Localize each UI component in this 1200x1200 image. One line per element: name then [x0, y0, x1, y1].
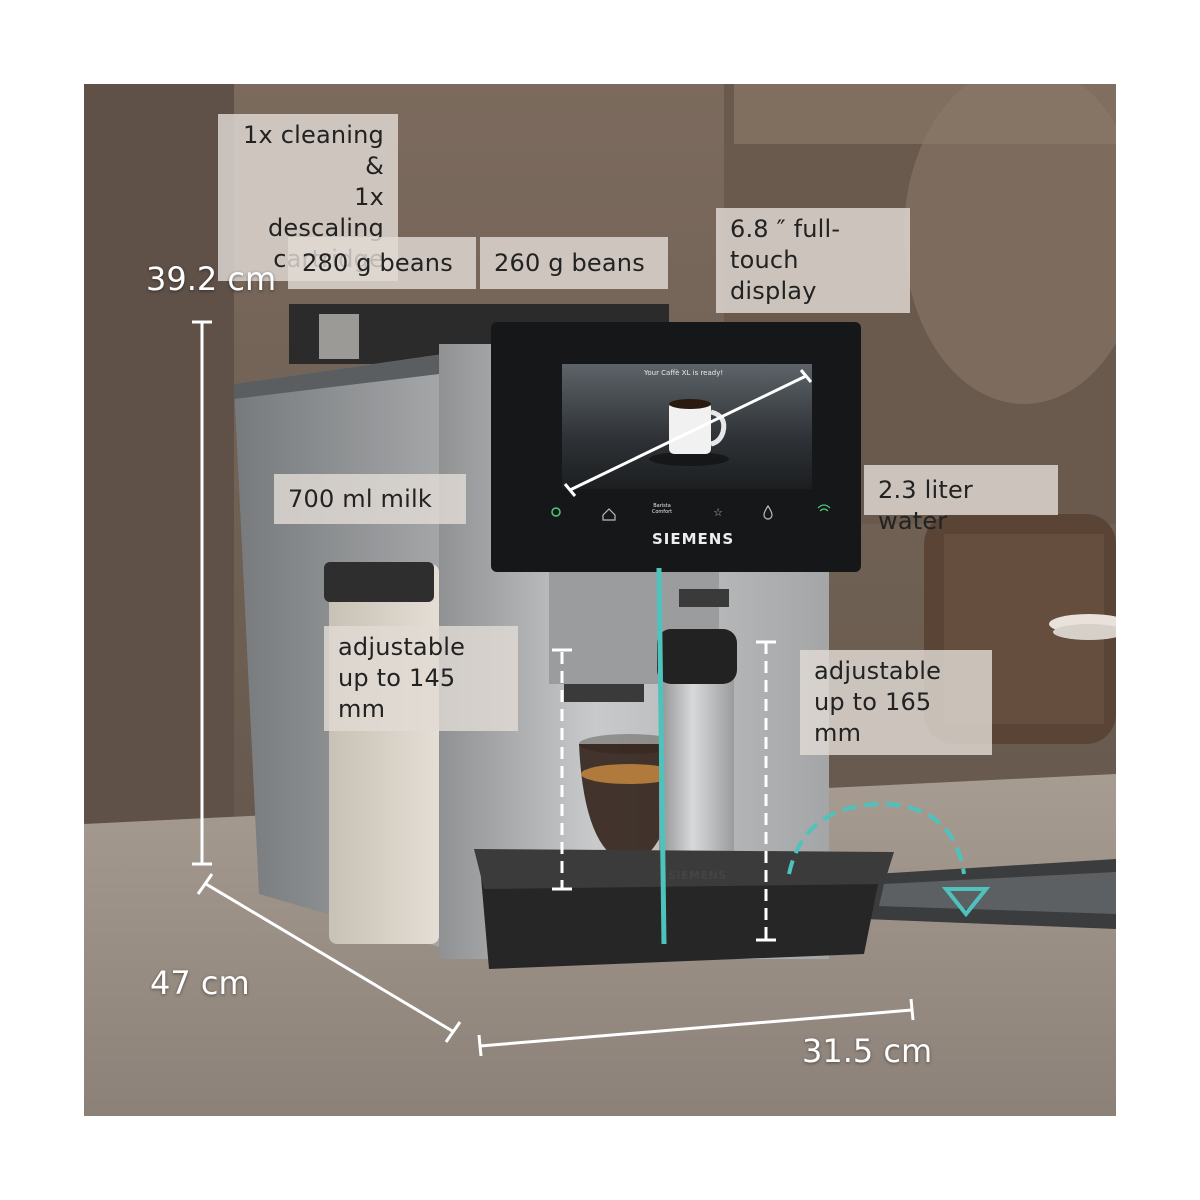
- screen-message: Your Caffè XL is ready!: [644, 369, 724, 377]
- tray-removal-arrow: [787, 801, 966, 875]
- label-milk: 700 ml milk: [274, 474, 466, 524]
- label-beans-right: 260 g beans: [480, 237, 668, 289]
- star-icon: ☆: [713, 506, 723, 519]
- label-water: 2.3 liter water: [864, 465, 1058, 535]
- product-photo-stage: ☆ Your Caffè XL is ready! Barista Comfor…: [84, 84, 1116, 1116]
- arrow-head-icon: [941, 887, 991, 918]
- home-icon: [602, 508, 616, 521]
- depth-dimension-line: [205, 882, 455, 1034]
- label-display: 6.8 ″ full-touch display: [716, 208, 910, 313]
- cup-brand-logo: SIEMENS: [668, 869, 727, 882]
- width-dimension-label: 31.5 cm: [802, 1032, 933, 1070]
- depth-dimension-label: 47 cm: [150, 964, 250, 1002]
- width-dimension-line: [479, 1008, 913, 1048]
- screen-mode: Barista Comfort: [651, 503, 673, 515]
- height-dimension-label: 39.2 cm: [146, 260, 277, 298]
- power-icon: [551, 507, 561, 517]
- drop-icon: [763, 504, 773, 520]
- label-adjust-right: adjustable up to 165 mm: [800, 650, 992, 755]
- machine-brand-logo: SIEMENS: [652, 530, 735, 548]
- display-diagonal-line: [569, 374, 807, 492]
- label-adjust-left: adjustable up to 145 mm: [324, 626, 518, 731]
- wifi-icon: [817, 504, 831, 512]
- center-height-line: [656, 567, 667, 945]
- label-beans-left: 280 g beans: [288, 237, 476, 289]
